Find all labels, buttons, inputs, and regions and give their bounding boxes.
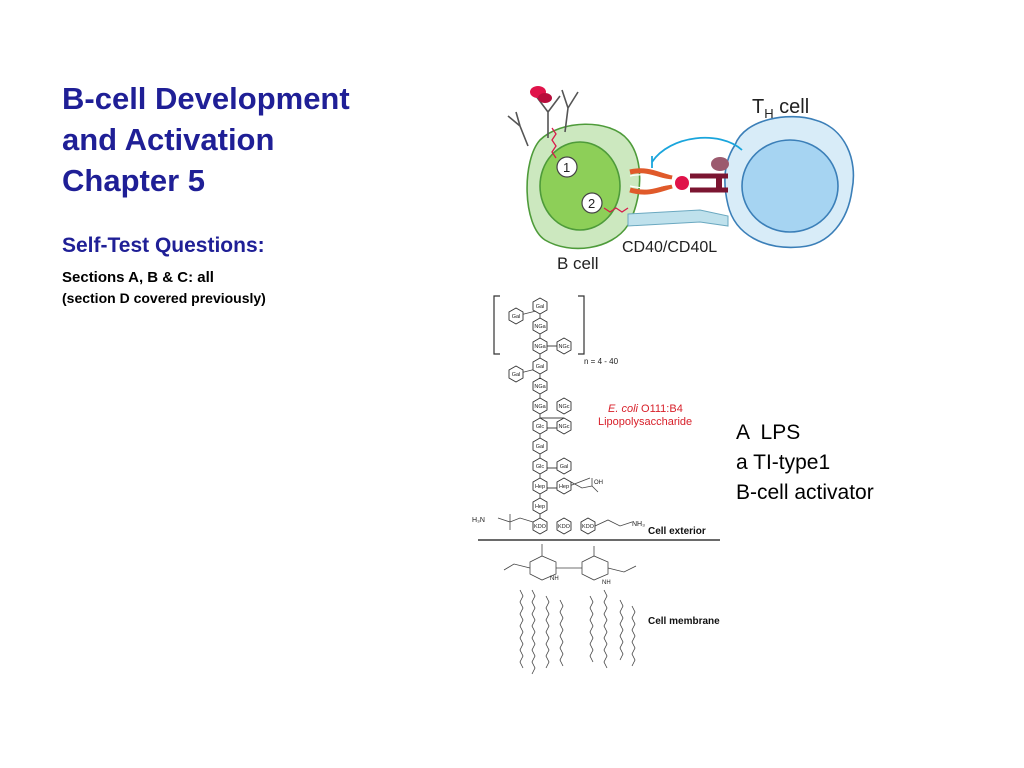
step-2-label: 2 xyxy=(588,196,595,211)
svg-text:Hep: Hep xyxy=(535,484,545,490)
sugar-unit xyxy=(532,357,548,375)
nh3-label: NH₃ xyxy=(632,521,645,528)
svg-text:NGa: NGa xyxy=(534,404,546,410)
lipid-a-headgroup xyxy=(503,544,637,581)
svg-text:NGc: NGc xyxy=(559,344,570,350)
sugar-unit xyxy=(532,337,548,355)
cd40-molecule-inner xyxy=(629,174,673,189)
signal-squiggle-1 xyxy=(551,127,557,159)
svg-text:Gal: Gal xyxy=(536,364,545,370)
title-line-3: Chapter 5 xyxy=(62,163,205,198)
sugar-unit xyxy=(532,437,548,455)
oh-label: OH xyxy=(594,480,603,486)
sugar-unit xyxy=(508,307,524,325)
main-chain-line xyxy=(515,304,591,520)
sugar-units xyxy=(508,297,596,535)
lps-note-line-2: a TI-type1 xyxy=(736,451,831,474)
cd40l-molecule xyxy=(690,173,728,193)
svg-text:Hep: Hep xyxy=(559,484,569,490)
lps-note: A LPS a TI-type1 B-cell activator xyxy=(736,418,874,508)
kdo-unit xyxy=(580,517,596,535)
svg-text:Gal: Gal xyxy=(536,444,545,450)
species-label: E. coli O111:B4 xyxy=(608,403,683,415)
lps-name-label: Lipopolysaccharide xyxy=(598,416,692,428)
cell-exterior-label: Cell exterior xyxy=(648,526,706,537)
svg-text:Gal: Gal xyxy=(560,464,569,470)
receptor-bridge xyxy=(627,209,729,227)
cd40l-molecule-end xyxy=(716,174,722,192)
step-2-marker xyxy=(581,192,603,214)
repeat-count: n = 4 - 40 xyxy=(584,357,619,366)
th-cell-label: TH cell xyxy=(752,96,809,121)
svg-text:NGa: NGa xyxy=(534,324,546,330)
lps-note-line-3: B-cell activator xyxy=(736,481,874,504)
sugar-unit xyxy=(556,337,572,355)
sugar-unit xyxy=(532,397,548,415)
th-surface-molecule xyxy=(711,157,729,171)
sugar-unit xyxy=(556,397,572,415)
svg-text:KDO: KDO xyxy=(558,524,571,530)
cell-membrane-label: Cell membrane xyxy=(648,616,720,627)
svg-text:Glc: Glc xyxy=(536,424,545,430)
b-cell-label: B cell xyxy=(557,254,599,273)
svg-text:Gal: Gal xyxy=(512,372,521,378)
svg-text:NGc: NGc xyxy=(559,424,570,430)
repeat-bracket-left xyxy=(493,295,500,355)
kdo-unit xyxy=(556,517,572,535)
cd40-label: CD40/CD40L xyxy=(622,239,717,256)
sections-note: Sections A, B & C: all (section D covere… xyxy=(62,268,266,308)
self-test-heading: Self-Test Questions: xyxy=(62,234,265,257)
sugar-unit xyxy=(532,417,548,435)
title-line-2: and Activation xyxy=(62,122,275,157)
slide-title: B-cell Development and Activation Chapte… xyxy=(62,78,350,201)
b-cell-nucleus xyxy=(539,141,621,231)
svg-text:KDO: KDO xyxy=(534,524,547,530)
antigen-icon-2 xyxy=(538,93,552,103)
cell-interaction-diagram: TH cell B cell 1 2 CD40/C xyxy=(507,86,855,273)
sugar-unit xyxy=(532,377,548,395)
h3n-label: H₃N xyxy=(472,517,485,524)
sugar-unit xyxy=(532,477,548,495)
title-line-1: B-cell Development xyxy=(62,81,350,116)
cd40l-binding-icon xyxy=(675,176,689,190)
cd40-molecule xyxy=(629,168,673,195)
svg-text:NGa: NGa xyxy=(534,344,546,350)
sugar-labels: Gal Gal NGa NGa NGc Gal Gal NGa NGa NGc … xyxy=(512,304,595,530)
sugar-unit xyxy=(532,497,548,515)
step-1-marker xyxy=(556,156,578,178)
lps-note-line-1: A LPS xyxy=(736,421,801,444)
sugar-unit xyxy=(532,457,548,475)
bcr-receptors xyxy=(507,89,579,147)
sugar-unit xyxy=(532,317,548,335)
svg-text:Glc: Glc xyxy=(536,464,545,470)
sections-line-1: Sections A, B & C: all xyxy=(62,269,214,286)
sugar-unit xyxy=(532,297,548,315)
lps-structure: n = 4 - 40 xyxy=(472,295,720,675)
svg-text:Gal: Gal xyxy=(512,314,521,320)
nh-label-2: NH xyxy=(602,580,611,586)
th-cell-nucleus xyxy=(741,139,839,233)
sugar-unit xyxy=(508,365,524,383)
svg-text:KDO: KDO xyxy=(582,524,595,530)
cytokine-arc xyxy=(651,137,743,163)
signal-squiggle-2 xyxy=(603,207,629,213)
repeat-bracket-right xyxy=(578,295,585,355)
svg-text:NGa: NGa xyxy=(534,384,546,390)
sugar-unit xyxy=(556,457,572,475)
svg-text:NGc: NGc xyxy=(559,404,570,410)
nh-label: NH xyxy=(550,576,559,582)
sections-line-2: (section D covered previously) xyxy=(62,290,266,306)
svg-text:Hep: Hep xyxy=(535,504,545,510)
step-1-label: 1 xyxy=(563,160,570,175)
phosphate-groups xyxy=(497,478,633,530)
fatty-acid-chains xyxy=(519,589,636,675)
sugar-unit xyxy=(556,417,572,435)
svg-text:Gal: Gal xyxy=(536,304,545,310)
